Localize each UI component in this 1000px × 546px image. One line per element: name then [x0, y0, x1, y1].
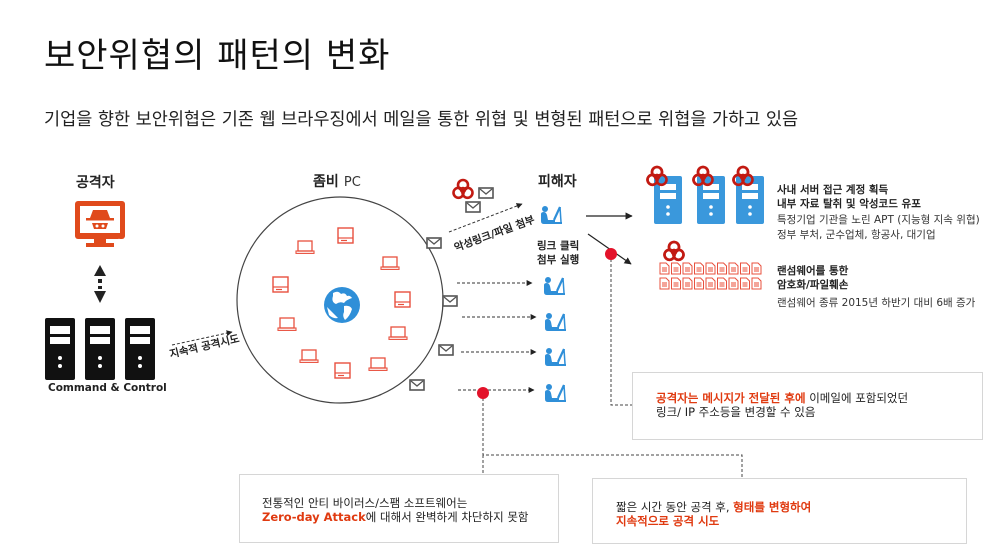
- callout-zero-day-rest: 에 대해서 완벽하게 차단하지 못함: [365, 510, 529, 524]
- zombie-label-en: PC: [343, 175, 361, 190]
- callout-mutation: 짧은 시간 동안 공격 후, 형태를 변형하여 지속적으로 공격 시도: [592, 478, 967, 544]
- document-icon: [682, 262, 693, 275]
- outcome-server: 사내 서버 접근 계정 획득 내부 자료 탈취 및 악성코드 유포 특정기업 기…: [777, 183, 980, 243]
- server-tower-icon: [45, 318, 155, 380]
- outcome-server-desc1: 특정기업 기관을 노린 APT (지능형 지속 위협): [777, 214, 980, 226]
- victim-action-line1: 링크 클릭: [537, 240, 580, 252]
- outcome-server-title1: 사내 서버 접근 계정 획득: [777, 184, 889, 196]
- outcome-ransomware-title2: 암호화/파일훼손: [777, 279, 849, 291]
- document-icon: [717, 262, 727, 275]
- document-icon: [728, 277, 739, 290]
- command-control-label: Command & Control: [48, 382, 167, 394]
- hacker-monitor-icon: [75, 201, 125, 247]
- outcome-ransomware: 랜섬웨어를 통한 암호화/파일훼손 랜섬웨어 종류 2015년 하반기 대비 6…: [777, 264, 975, 311]
- callout-mutation-highlight1: 형태를 변형하여: [733, 500, 812, 514]
- document-icon: [728, 262, 739, 275]
- attacker-label: 공격자: [76, 175, 115, 191]
- marker-dot: [477, 387, 489, 399]
- callout-link-change-line2: 링크/ IP 주소등을 변경할 수 있음: [656, 405, 816, 419]
- outcome-server-desc2: 정부 부처, 군수업체, 항공사, 대기업: [777, 229, 936, 241]
- document-icon: [694, 262, 704, 275]
- callout-link-change-highlight: 공격자는 메시지가 전달된 후에: [656, 391, 806, 405]
- document-icon: [705, 277, 716, 290]
- document-icon: [751, 262, 762, 275]
- outcome-ransomware-title1: 랜섬웨어를 통한: [777, 265, 849, 277]
- email-delivery-arrows: [457, 280, 537, 393]
- document-icon: [671, 277, 681, 290]
- zombie-label-ko: 좀비: [313, 174, 339, 190]
- persistent-attack-arrow: [171, 330, 233, 346]
- document-icon: [659, 262, 670, 275]
- document-icon: [671, 262, 681, 275]
- document-icon: [682, 277, 693, 290]
- email-icon: [409, 187, 494, 391]
- marker-dot: [605, 248, 617, 260]
- outcome-server-title2: 내부 자료 탈취 및 악성코드 유포: [777, 198, 921, 210]
- document-icon: [659, 277, 670, 290]
- page-subtitle: 기업을 향한 보안위협은 기존 웹 브라우징에서 메일을 통한 위협 및 변형된…: [44, 110, 799, 130]
- document-icon: [717, 277, 727, 290]
- callout-mutation-highlight2: 지속적으로 공격 시도: [616, 514, 720, 528]
- callout-zero-day-highlight: Zero-day Attack: [262, 510, 366, 524]
- victim-label: 피해자: [538, 174, 577, 190]
- callout-mutation-plain: 짧은 시간 동안 공격 후,: [616, 500, 734, 514]
- victim-action: 링크 클릭 첨부 실행: [537, 239, 579, 267]
- document-icon: [740, 277, 750, 290]
- page-title: 보안위협의 패턴의 변화: [44, 36, 391, 76]
- outcome-ransomware-desc1: 랜섬웨어 종류 2015년 하반기 대비 6배 증가: [777, 297, 976, 309]
- zombie-pc-label: 좀비 PC: [313, 171, 361, 191]
- document-icon: [694, 277, 704, 290]
- callout-zero-day-line1: 전통적인 안티 바이러스/스팸 소프트웨어는: [262, 496, 468, 510]
- document-icon: [751, 277, 762, 290]
- user-at-desk-icon: [539, 204, 568, 404]
- malicious-link-arrow: [448, 203, 523, 233]
- document-icon: [740, 262, 750, 275]
- globe-icon: [324, 287, 360, 323]
- infected-server-icon: [646, 165, 764, 224]
- callout-link-change: 공격자는 메시지가 전달된 후에 이메일에 포함되었던 링크/ IP 주소등을 …: [632, 372, 983, 440]
- victim-action-line2: 첨부 실행: [537, 254, 580, 266]
- callout-connectors: [482, 254, 743, 478]
- callout-link-change-rest: 이메일에 포함되었던: [805, 391, 909, 405]
- document-icon: [705, 262, 716, 275]
- callout-zero-day: 전통적인 안티 바이러스/스팸 소프트웨어는 Zero-day Attack에 …: [239, 474, 559, 543]
- infected-file-icon: [659, 262, 762, 290]
- bidirectional-arrow: [94, 265, 106, 303]
